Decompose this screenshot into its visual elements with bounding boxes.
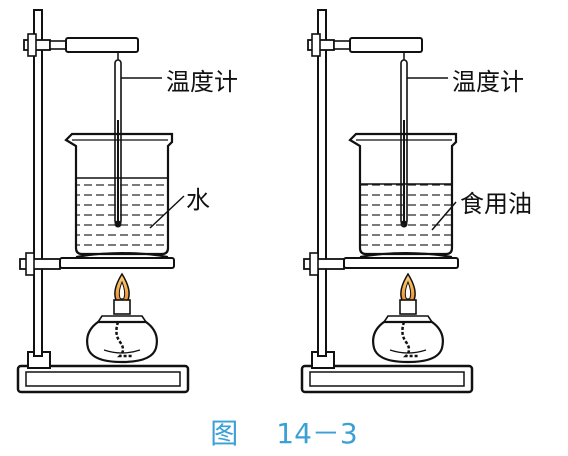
left-liquid-label: 水 bbox=[186, 186, 210, 214]
right-stand-rod bbox=[317, 9, 327, 357]
left-apparatus bbox=[16, 9, 190, 394]
right-thermometer-label: 温度计 bbox=[452, 68, 524, 96]
right-liquid-leader bbox=[431, 201, 457, 231]
left-alcohol-lamp bbox=[86, 272, 158, 364]
left-beaker bbox=[64, 132, 174, 256]
figure-caption: 图 14－3 bbox=[0, 412, 568, 452]
caption-prefix: 图 bbox=[210, 417, 239, 450]
left-liquid-leader bbox=[149, 195, 185, 229]
left-stand-rod bbox=[33, 9, 43, 357]
right-ring-clamp bbox=[303, 252, 459, 276]
left-thermometer-label: 温度计 bbox=[166, 68, 238, 96]
right-liquid-label: 食用油 bbox=[460, 190, 532, 218]
right-stand-base bbox=[300, 351, 474, 394]
right-apparatus bbox=[300, 9, 474, 394]
right-wire-gauze bbox=[359, 252, 453, 258]
right-beaker bbox=[348, 132, 458, 256]
caption-number: 14－3 bbox=[276, 417, 358, 450]
right-thermometer-clamp bbox=[307, 33, 423, 60]
left-stand-base bbox=[16, 351, 190, 394]
left-ring-clamp bbox=[19, 252, 175, 276]
right-alcohol-lamp bbox=[372, 272, 444, 364]
left-thermometer-clamp bbox=[23, 33, 139, 60]
